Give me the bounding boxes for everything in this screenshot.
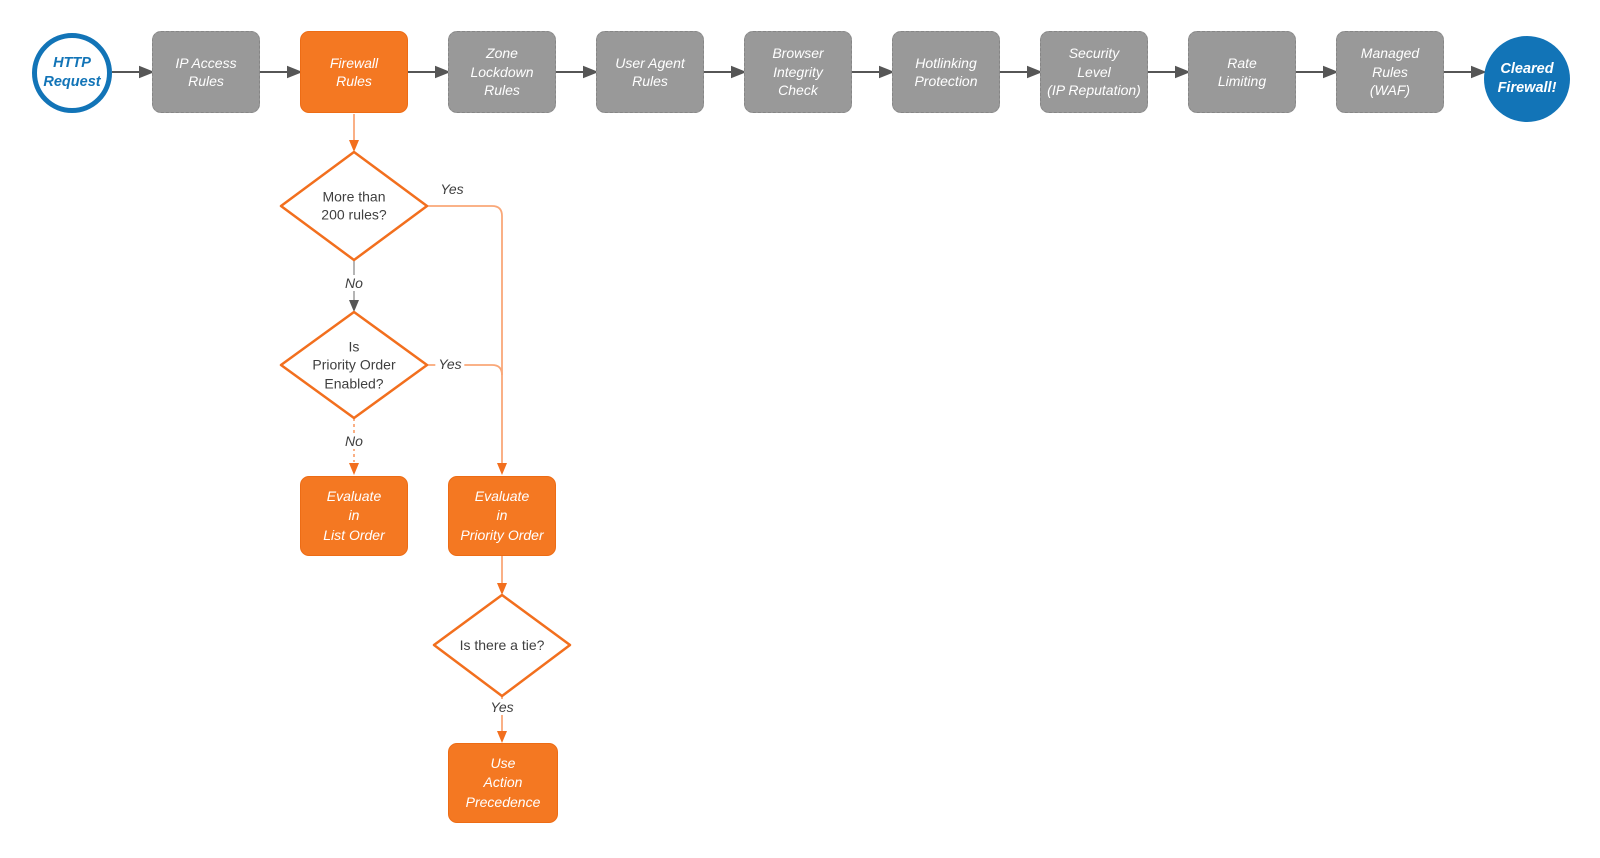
decision-diamond-200-rules [279, 150, 429, 262]
action-evaluate-list-order: Evaluate in List Order [300, 476, 408, 556]
pipeline-arrows [112, 65, 1487, 79]
stage-label: User Agent Rules [615, 54, 685, 89]
stage-security-level: Security Level (IP Reputation) [1040, 31, 1148, 113]
decision-priority-enabled-label: Is Priority Order Enabled? [312, 338, 396, 392]
action-label: Evaluate in Priority Order [460, 488, 544, 543]
stage-label: IP Access Rules [175, 54, 237, 89]
decision-tie-label: Is there a tie? [459, 636, 545, 653]
stage-managed-rules-waf: Managed Rules (WAF) [1336, 31, 1444, 113]
edge-label-yes2: Yes [435, 356, 465, 372]
connector-yes2-merge [427, 364, 503, 376]
edge-label-no2: No [342, 433, 366, 449]
connector-no2-to-listorder [349, 418, 359, 475]
stage-rate-limiting: Rate Limiting [1188, 31, 1296, 113]
edge-label-yes3: Yes [487, 699, 517, 715]
connector-firewall-to-decision1 [349, 114, 359, 152]
action-evaluate-priority-order: Evaluate in Priority Order [448, 476, 556, 556]
edge-label-yes1: Yes [437, 181, 467, 197]
action-label: Evaluate in List Order [323, 488, 385, 543]
stage-ip-access-rules: IP Access Rules [152, 31, 260, 113]
stage-label: Zone Lockdown Rules [470, 45, 534, 99]
stage-label: Security Level (IP Reputation) [1047, 45, 1141, 99]
stage-firewall-rules: Firewall Rules [300, 31, 408, 113]
stage-label: Rate Limiting [1217, 54, 1267, 89]
action-use-action-precedence: Use Action Precedence [448, 743, 558, 823]
decision-diamond-priority-enabled [279, 310, 429, 420]
start-node-label: HTTP Request [43, 55, 101, 90]
end-node-label: Cleared Firewall! [1497, 61, 1557, 96]
connector-yes1-to-priority [427, 205, 507, 475]
start-node-http-request: HTTP Request [32, 33, 112, 113]
stage-label: Hotlinking Protection [914, 54, 978, 89]
stage-hotlinking-protection: Hotlinking Protection [892, 31, 1000, 113]
stage-browser-integrity-check: Browser Integrity Check [744, 31, 852, 113]
stage-label: Browser Integrity Check [772, 45, 824, 99]
decision-diamond-tie [432, 593, 572, 698]
stage-user-agent-rules: User Agent Rules [596, 31, 704, 113]
stage-zone-lockdown-rules: Zone Lockdown Rules [448, 31, 556, 113]
connector-priority-to-tie [497, 556, 507, 595]
edge-label-no1: No [342, 275, 366, 291]
end-node-cleared-firewall: Cleared Firewall! [1484, 36, 1570, 122]
decision-200-rules-label: More than 200 rules? [321, 188, 387, 223]
stage-label: Firewall Rules [329, 54, 379, 89]
stage-label: Managed Rules (WAF) [1360, 45, 1420, 99]
action-label: Use Action Precedence [465, 755, 541, 810]
